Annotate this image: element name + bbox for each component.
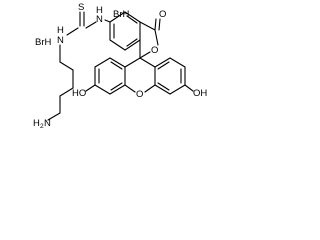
phenol-ring-left — [85, 57, 126, 95]
amine-n-label: N — [44, 118, 51, 129]
thiourea-group — [66, 11, 97, 36]
amine-subscript-label: 2 — [40, 123, 44, 130]
benzene-ring-upper — [104, 11, 141, 51]
amide-h-right-label: H — [96, 5, 103, 16]
amide-n-right-label: N — [96, 14, 103, 25]
hbr-salt-label-1: BrH — [113, 9, 130, 20]
lactone-ring — [139, 18, 161, 59]
hydroxy-right-label: OH — [193, 88, 207, 99]
phenol-ring-right — [154, 57, 194, 95]
carbonyl-oxygen-label: O — [159, 9, 166, 20]
sulfur-label: S — [78, 2, 84, 13]
hbr-salt-label-2: BrH — [35, 37, 52, 48]
amide-n-left-label: N — [57, 35, 64, 46]
xanthene-core — [124, 57, 156, 93]
amide-h-left-label: H — [57, 25, 64, 36]
hydroxy-left-label: HO — [72, 88, 86, 99]
amine-h-label: H — [33, 118, 40, 129]
chemical-structure: S N H N H O O O HO OH H 2 N BrH BrH — [33, 2, 207, 130]
pentyl-chain — [47, 44, 74, 121]
xanthene-oxygen-label: O — [136, 89, 143, 100]
ring-oxygen-label: O — [151, 45, 158, 56]
